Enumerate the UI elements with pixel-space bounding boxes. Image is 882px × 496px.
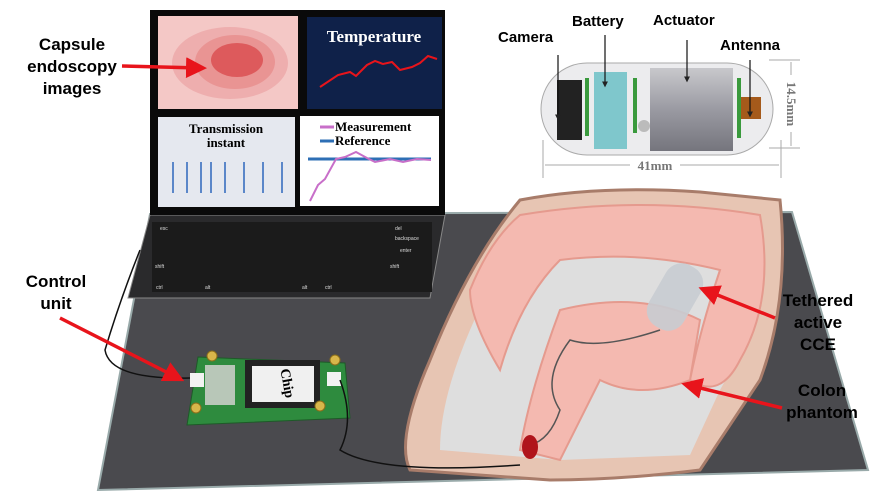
key-ctrl: ctrl: [156, 285, 163, 291]
tethered-cce-label-2: active: [794, 313, 842, 332]
transmission-title-2: instant: [207, 135, 246, 150]
colon-phantom-label-2: phantom: [786, 403, 858, 422]
battery: [594, 72, 627, 149]
key-del: del: [395, 226, 402, 232]
key-shift: shift: [155, 264, 165, 270]
temperature-title: Temperature: [327, 27, 422, 46]
battery-label: Battery: [572, 13, 624, 30]
transmission-title-1: Transmission: [189, 121, 264, 136]
transmission-panel: [158, 117, 295, 207]
transmission-bars: [172, 162, 283, 193]
cable-phantom: [339, 379, 521, 469]
diameter-dimension: 14.5mm: [784, 82, 799, 127]
key-backspace: backspace: [395, 236, 419, 242]
antenna: [741, 97, 761, 119]
key-alt: alt: [302, 285, 308, 291]
tethered-cce: [646, 263, 704, 331]
key-ctrl: ctrl: [325, 285, 332, 291]
key-enter: enter: [400, 248, 412, 254]
tethered-cce-label-3: CCE: [800, 335, 836, 354]
tether-cable: [529, 329, 661, 446]
camera-label: Camera: [498, 29, 554, 46]
capsule-images-label-3: images: [43, 79, 102, 98]
key-esc: esc: [160, 226, 168, 232]
measurement-line: [309, 150, 432, 202]
cable-laptop: [104, 249, 191, 379]
capsule-images-label-1: Capsule: [39, 35, 105, 54]
length-dimension: 41mm: [638, 158, 673, 173]
actuator-label: Actuator: [653, 12, 715, 29]
control-unit-label-1: Control: [26, 272, 86, 291]
temperature-line: [319, 54, 438, 88]
tethered-cce-label-1: Tethered: [783, 291, 854, 310]
antenna-label: Antenna: [720, 37, 781, 54]
capsule-images-label-2: endoscopy: [27, 57, 117, 76]
legend-reference: Reference: [335, 133, 391, 148]
key-alt: alt: [205, 285, 211, 291]
key-labels: esc del backspace enter shift shift ctrl alt alt…: [155, 226, 419, 291]
actuator: [650, 68, 733, 151]
measurement-panel: [300, 116, 439, 206]
colon-phantom-label-1: Colon: [798, 381, 846, 400]
keyboard-keys: [152, 222, 432, 292]
control-unit-label-2: unit: [40, 294, 71, 313]
chip-label: Chip: [276, 368, 296, 400]
key-shift: shift: [390, 264, 400, 270]
callout-arrows: [59, 57, 783, 410]
legend-measurement: Measurement: [335, 119, 412, 134]
